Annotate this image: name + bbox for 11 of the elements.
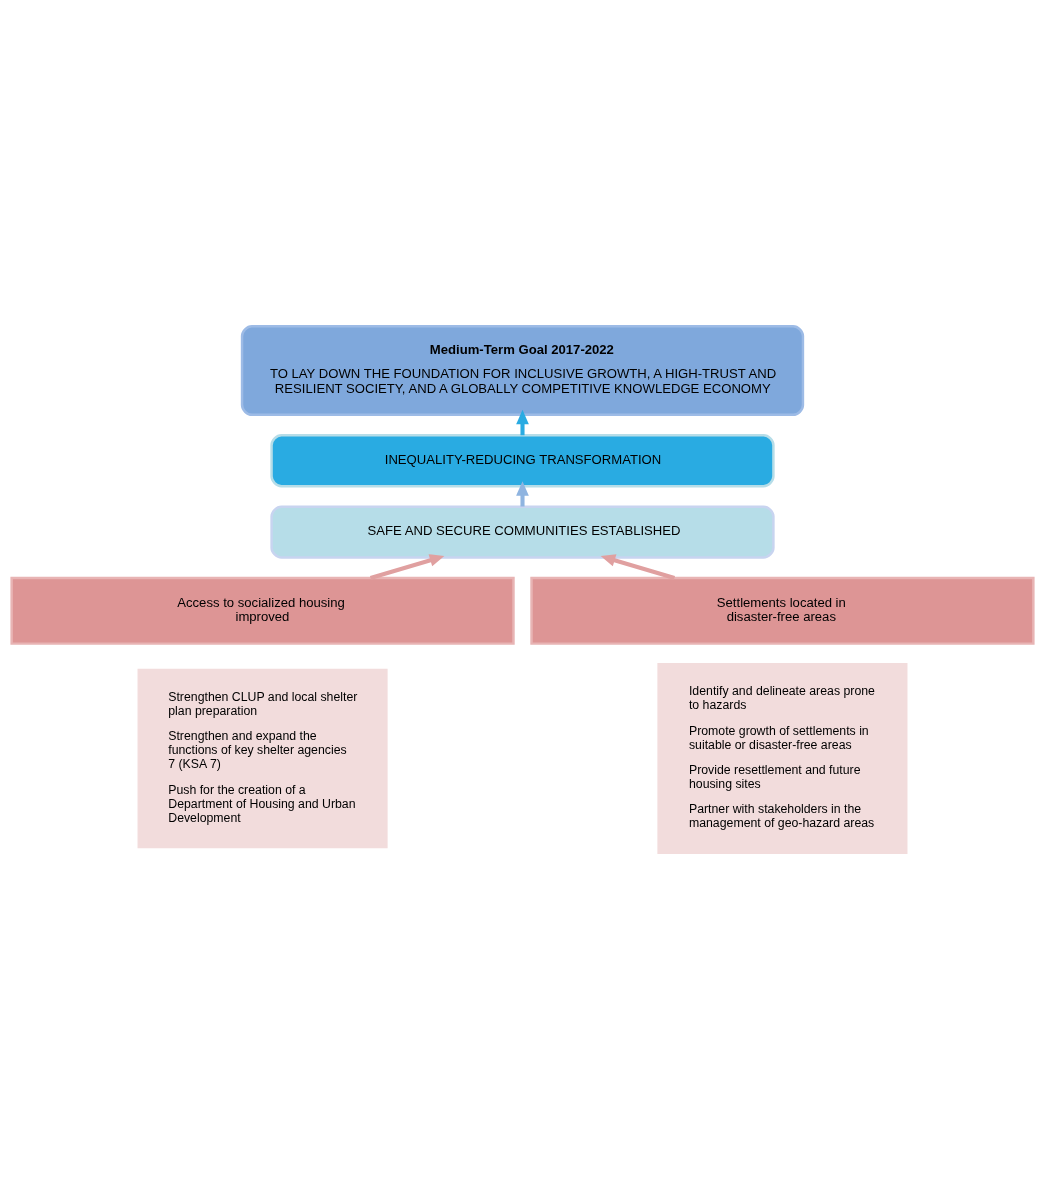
arrow <box>516 480 529 506</box>
node-box: Identify and delineate areas prone to hazards Promote growth of settlements in suitable or disaster-free areas Provide resettlement and future housing sites Partner with stakeholders in the management of geo-hazard areas <box>657 662 908 854</box>
node-box: Settlements located in disaster-free areas <box>530 576 1035 645</box>
arrow <box>516 409 529 435</box>
node-box: Access to socialized housing improved <box>10 576 515 645</box>
arrow <box>369 553 445 580</box>
arrow <box>600 553 676 580</box>
node-box: Strengthen CLUP and local shelter plan preparation Strengthen and expand the functions of key shelter agencies 7 (KSA 7) Push for the creation of a Department of Housing and Urban Development <box>137 668 388 848</box>
node-box: INEQUALITY-REDUCING TRANSFORMATION <box>270 433 775 487</box>
node-box: SAFE AND SECURE COMMUNITIES ESTABLISHED <box>270 504 775 559</box>
node-box: Medium-Term Goal 2017-2022 TO LAY DOWN THE FOUNDATION FOR INCLUSIVE GROWTH, A HIGH-TRUST AND RESILIENT SOCIETY, AND A GLOBALLY COMPETITIVE KNOWLEDGE ECONOMY <box>240 324 805 416</box>
